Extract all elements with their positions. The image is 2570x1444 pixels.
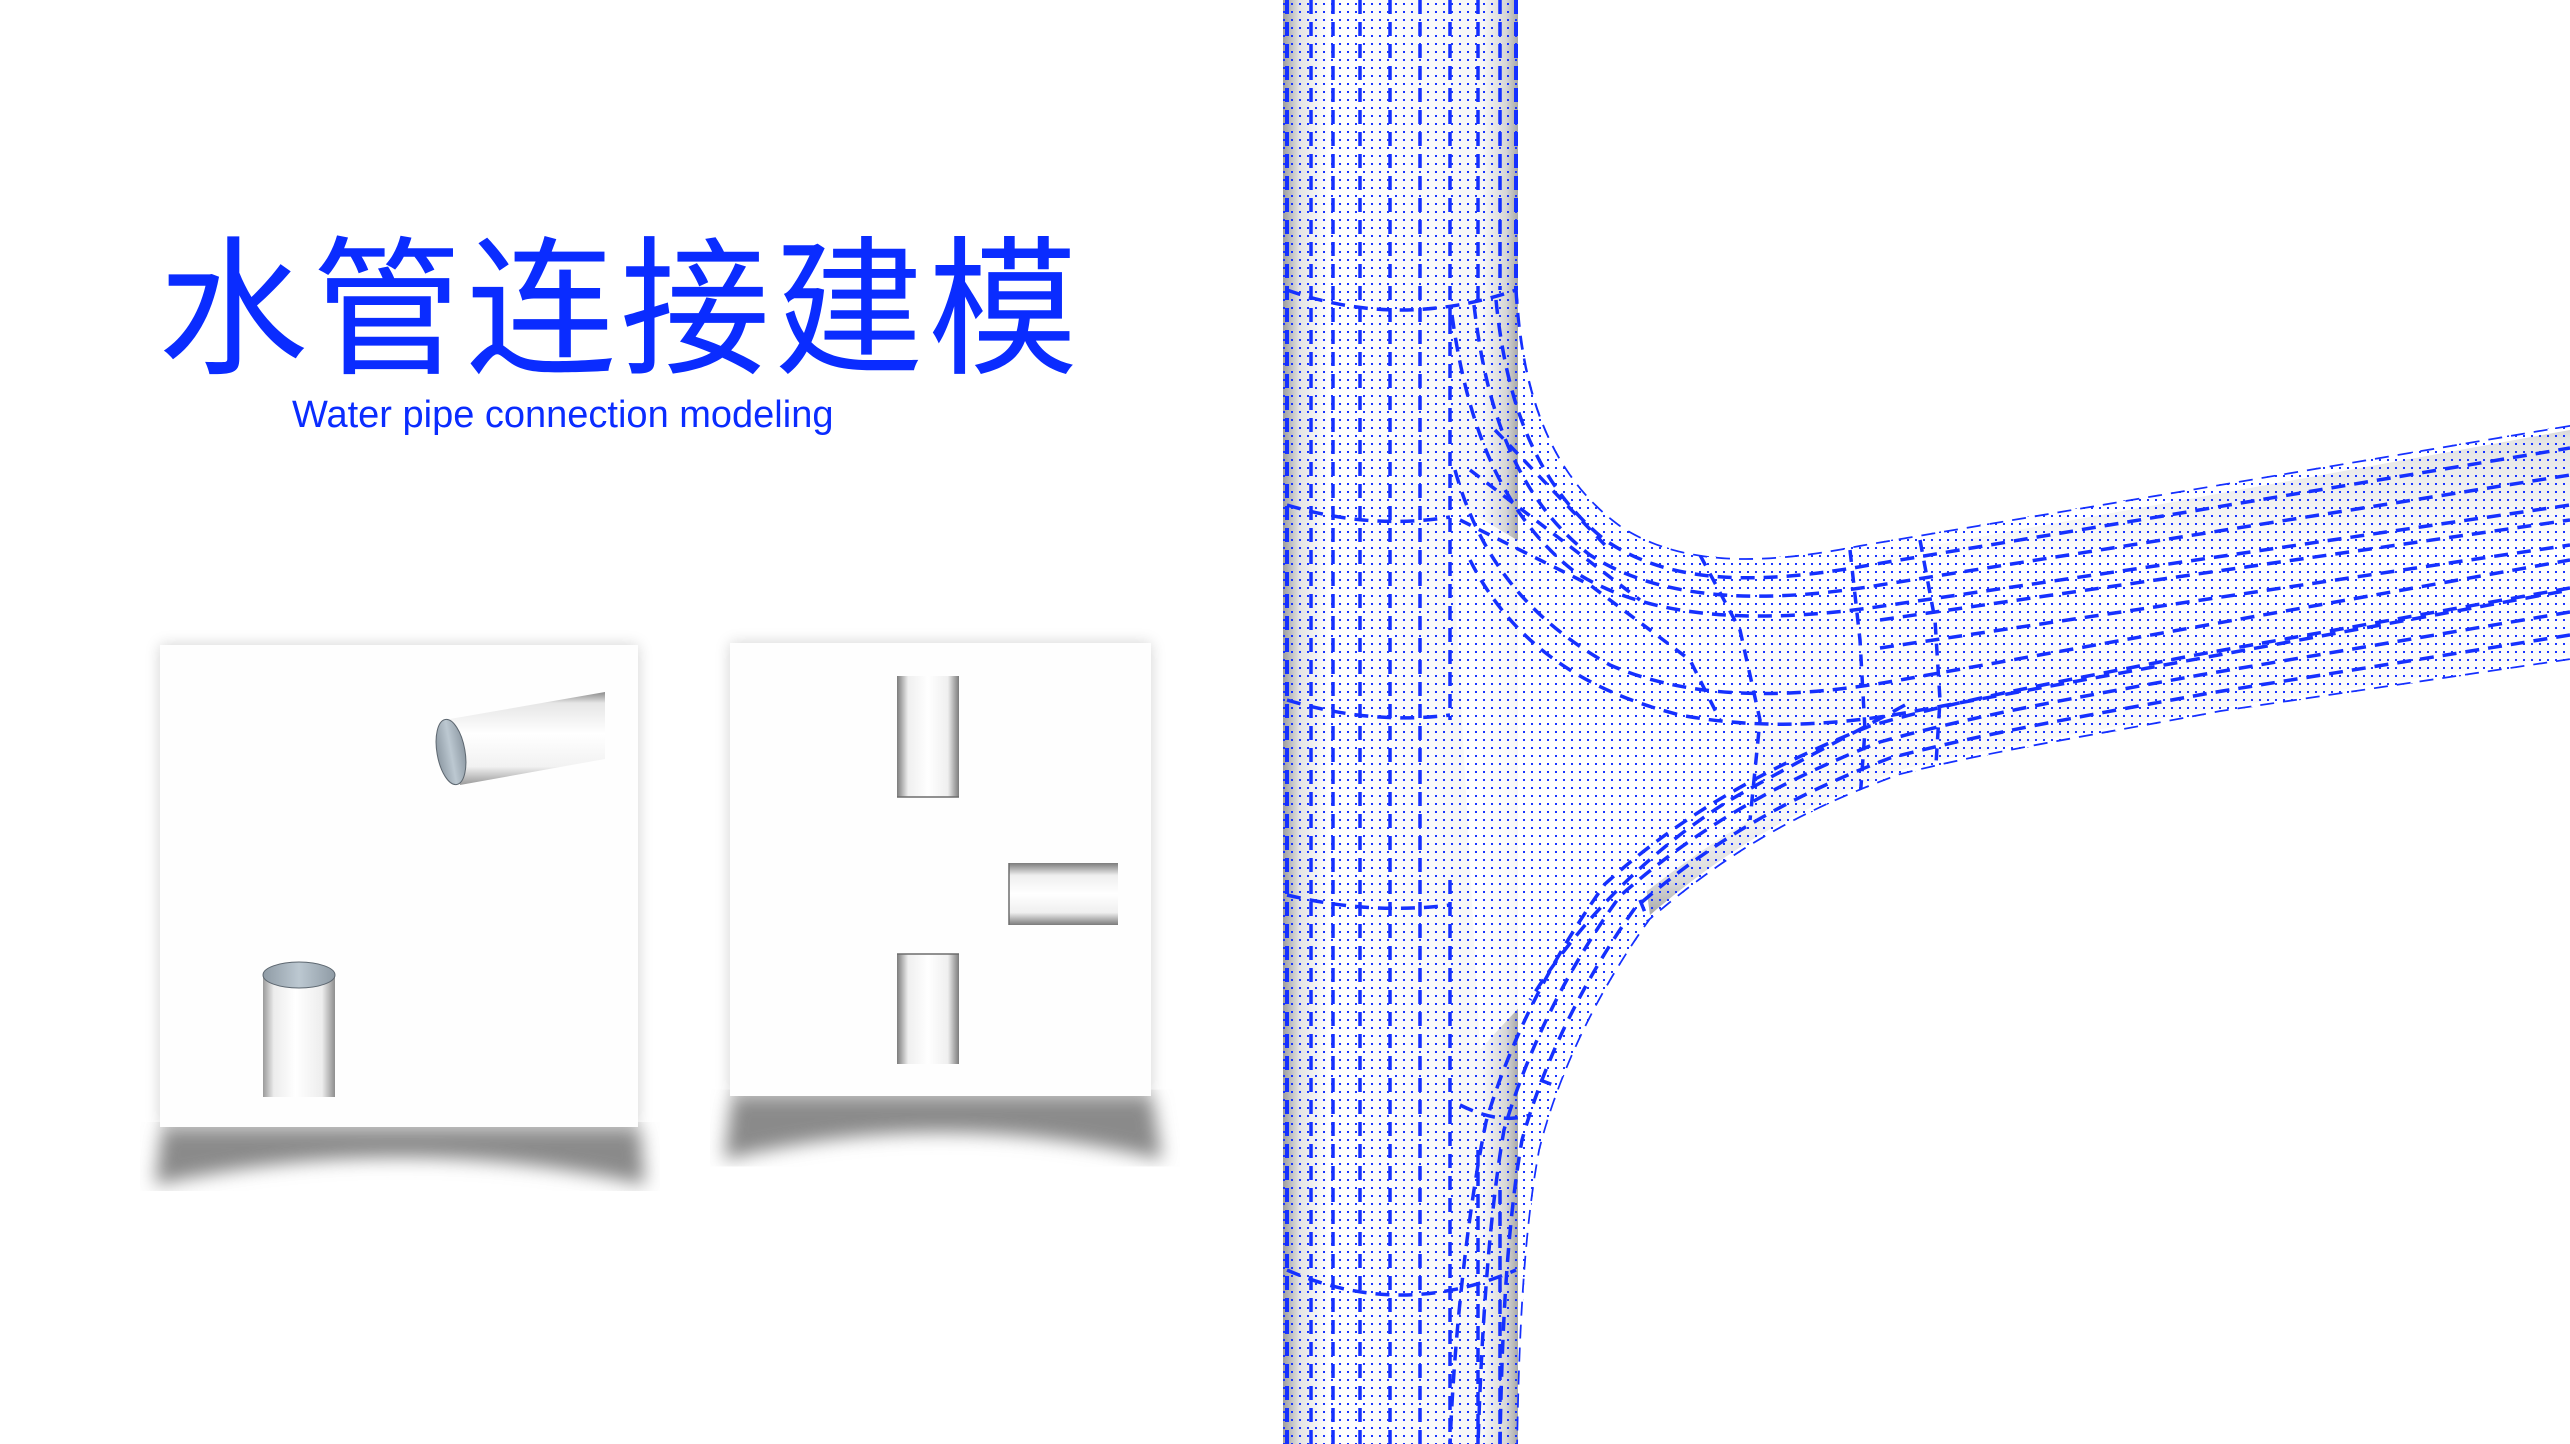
- before-connection-panel: [160, 645, 638, 1127]
- cross-section-arcs: [1286, 288, 1531, 1297]
- vertical-mesh-lines: [1285, 0, 1518, 1444]
- right-stub: [1008, 863, 1118, 925]
- top-view-panel: [730, 643, 1151, 1096]
- upright-pipe: [262, 961, 336, 1097]
- panel-1-shadow: [155, 1128, 645, 1185]
- horizontal-pipe-lines: [1879, 518, 2570, 650]
- title-english: Water pipe connection modeling: [292, 394, 834, 436]
- title-chinese: 水管连接建模: [158, 224, 1083, 398]
- top-stub: [897, 676, 959, 798]
- junction-upper-lines: [1450, 289, 2570, 726]
- panel-2-shadow: [724, 1096, 1162, 1160]
- tilted-pipe: [435, 692, 605, 786]
- bottom-stub: [897, 953, 959, 1064]
